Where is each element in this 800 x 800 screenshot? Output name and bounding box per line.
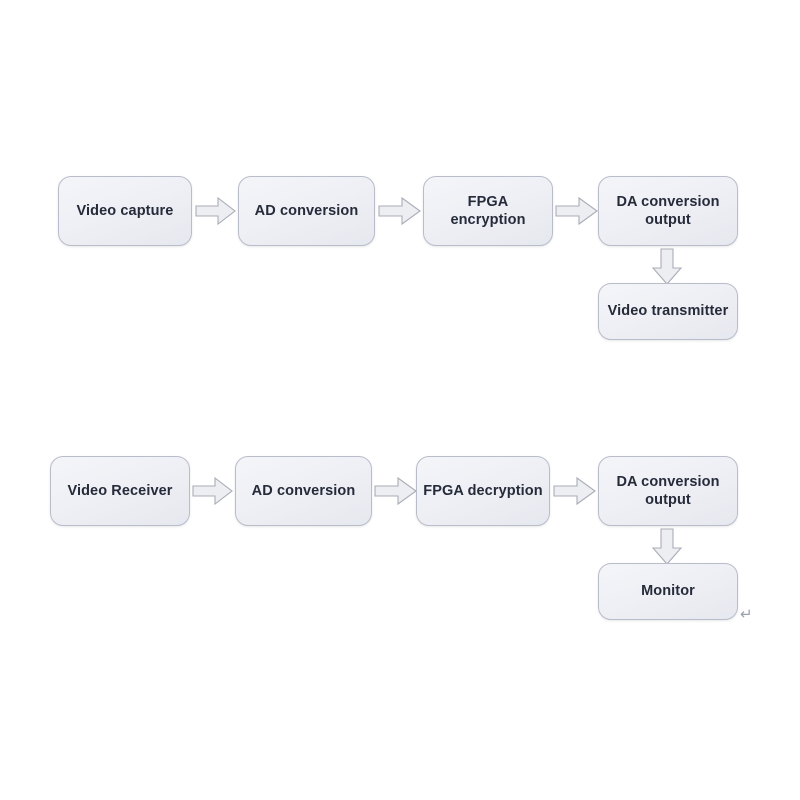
node-label: Monitor [641,583,695,600]
arrow-da-conversion-to-video-transmitter [650,248,686,285]
node-ad-conversion-rx[interactable]: AD conversion [235,456,372,526]
node-label: FPGA decryption [423,482,543,499]
node-da-conversion-output-tx[interactable]: DA conversion output [598,176,738,246]
node-monitor[interactable]: Monitor [598,563,738,620]
node-label: FPGA encryption [450,193,526,228]
node-label: DA conversion output [616,193,720,228]
node-label: Video Receiver [67,482,173,499]
node-label: AD conversion [254,202,359,219]
node-video-transmitter[interactable]: Video transmitter [598,283,738,340]
node-label: AD conversion [251,482,356,499]
arrow-da-conversion-to-monitor [650,528,686,565]
arrow-video-receiver-to-ad-conversion [192,475,233,507]
arrow-ad-conversion-to-fpga-encryption [378,195,421,227]
node-fpga-encryption[interactable]: FPGA encryption [423,176,553,246]
paragraph-return-mark: ↵ [740,605,753,623]
node-ad-conversion-tx[interactable]: AD conversion [238,176,375,246]
node-label: Video transmitter [607,303,729,320]
node-video-receiver[interactable]: Video Receiver [50,456,190,526]
node-label: Video capture [76,202,174,219]
arrow-fpga-decryption-to-da-conversion [553,475,596,507]
node-fpga-decryption[interactable]: FPGA decryption [416,456,550,526]
arrow-fpga-encryption-to-da-conversion [555,195,598,227]
arrow-ad-conversion-to-fpga-decryption [374,475,417,507]
node-video-capture[interactable]: Video capture [58,176,192,246]
arrow-video-capture-to-ad-conversion [195,195,236,227]
node-label: DA conversion output [616,473,720,508]
node-da-conversion-output-rx[interactable]: DA conversion output [598,456,738,526]
